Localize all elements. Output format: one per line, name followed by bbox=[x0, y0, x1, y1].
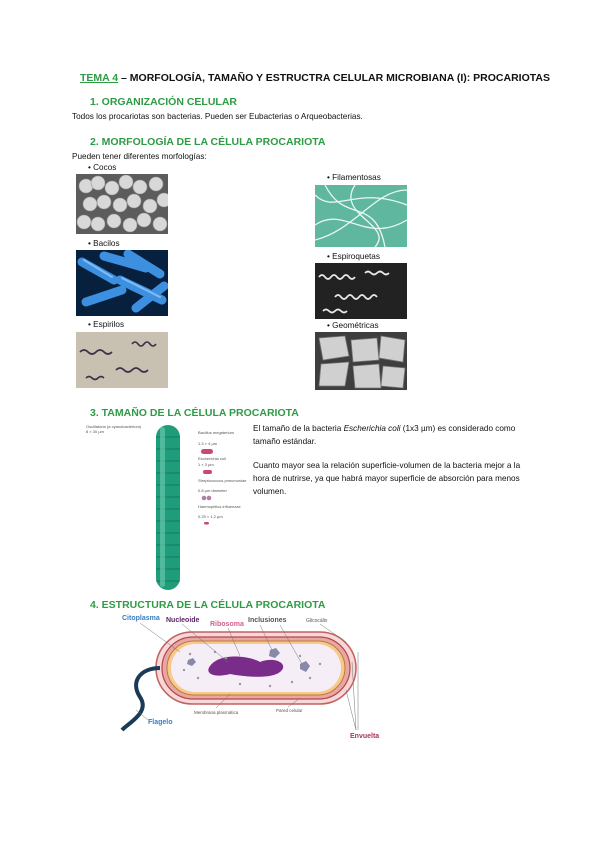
nucleoide-shape bbox=[208, 656, 284, 677]
membrana-label: Membrana plasmática bbox=[194, 710, 239, 715]
size-comparison-figure: Oscillatoria (a cyanobacterium) 8 × 30 µ… bbox=[86, 422, 256, 592]
section-1-heading: 1. ORGANIZACIÓN CELULAR bbox=[90, 96, 237, 108]
haemo-size: 0.25 × 1.2 µm bbox=[198, 514, 223, 519]
cocos-image bbox=[76, 174, 168, 234]
bacillus-size: 1.3 × 4 µm bbox=[198, 441, 218, 446]
ecoli-size: 1 × 3 µm bbox=[198, 462, 214, 467]
label-bacilos: • Bacilos bbox=[88, 239, 120, 248]
section-1-text: Todos los procariotas son bacterias. Pue… bbox=[72, 112, 363, 121]
section-2-heading: 2. MORFOLOGÍA DE LA CÉLULA PROCARIOTA bbox=[90, 136, 326, 148]
filamentosas-image bbox=[315, 185, 407, 247]
title-text: – MORFOLOGÍA, TAMAÑO Y ESTRUCTRA CELULAR… bbox=[118, 72, 550, 84]
oscillatoria-label: Oscillatoria (a cyanobacterium) bbox=[86, 424, 142, 429]
espiroquetas-image bbox=[315, 263, 407, 319]
label-espiroquetas: • Espiroquetas bbox=[327, 252, 380, 261]
section-4-heading: 4. ESTRUCTURA DE LA CÉLULA PROCARIOTA bbox=[90, 599, 326, 611]
haemo-label: Haemophilus influenzae bbox=[198, 504, 241, 509]
size-paragraph-2: Cuanto mayor sea la relación superficie-… bbox=[253, 461, 521, 496]
ecoli-label: Escherichia coli bbox=[198, 456, 226, 461]
size-p1-species: Escherichia coli bbox=[343, 424, 401, 433]
ribosoma-label: Ribosoma bbox=[210, 621, 244, 628]
flagelo-shape bbox=[120, 666, 161, 732]
cell-structure-diagram: Citoplasma Nucleoide Ribosoma Inclusione… bbox=[120, 612, 390, 742]
strep-label: Streptococcus pneumoniae bbox=[198, 478, 247, 483]
nucleoide-label: Nucleoide bbox=[166, 617, 200, 624]
size-p1-post: (1x3 µm) es considerado como tamaño está… bbox=[253, 424, 516, 446]
bacilos-image bbox=[76, 250, 168, 316]
label-espirilos: • Espirilos bbox=[88, 320, 125, 329]
section-3-heading: 3. TAMAÑO DE LA CÉLULA PROCARIOTA bbox=[90, 407, 299, 419]
glicocalix-label: Glicocálix bbox=[306, 618, 328, 624]
label-filamentosas: • Filamentosas bbox=[327, 173, 381, 182]
document-title: TEMA 4 – MORFOLOGÍA, TAMAÑO Y ESTRUCTRA … bbox=[80, 72, 550, 84]
section-2-intro: Pueden tener diferentes morfologías: bbox=[72, 152, 207, 161]
bacillus-label: Bacillus megaterium bbox=[198, 430, 235, 435]
flagelo-label: Flagelo bbox=[148, 719, 173, 726]
citoplasma-label: Citoplasma bbox=[122, 615, 160, 622]
espirilos-image bbox=[76, 332, 168, 388]
size-paragraph-1: El tamaño de la bacteria Escherichia col… bbox=[253, 422, 525, 448]
geometricas-image bbox=[315, 332, 407, 390]
strep-size: 0.8 µm diameter bbox=[198, 488, 228, 493]
title-topic-number: TEMA 4 bbox=[80, 72, 119, 84]
label-geometricas: • Geométricas bbox=[327, 321, 379, 330]
label-cocos: • Cocos bbox=[88, 163, 117, 172]
pared-label: Pared celular bbox=[276, 708, 303, 713]
size-p1-pre: El tamaño de la bacteria bbox=[253, 424, 344, 433]
oscillatoria-size: 8 × 30 µm bbox=[86, 429, 105, 434]
envuelta-label: Envuelta bbox=[350, 733, 379, 740]
inclusiones-label: Inclusiones bbox=[248, 617, 287, 624]
